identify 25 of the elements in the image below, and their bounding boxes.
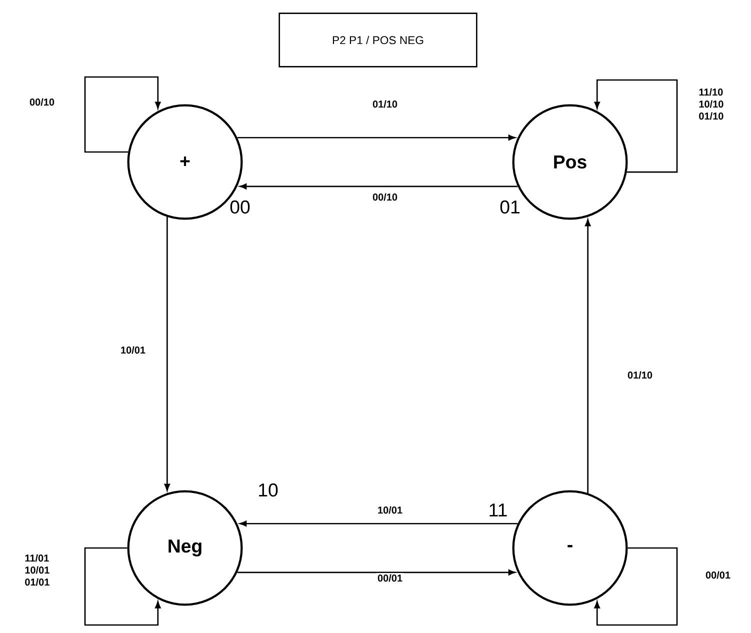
arrow (594, 547, 678, 626)
arrow (584, 219, 591, 494)
arrow (84, 76, 161, 153)
edge-label: 00/01 (376, 572, 404, 584)
state-code: 00 (230, 200, 250, 214)
arrow (84, 547, 161, 626)
legend-box: P2 P1 / POS NEG (278, 12, 478, 68)
edge-label: 01/10 (626, 370, 654, 380)
state-code: 01 (500, 200, 520, 214)
arrow (240, 520, 518, 526)
edge-label: 10/01 (119, 344, 147, 356)
state-code: 10 (259, 483, 278, 497)
edge-label: 01/10 (371, 98, 399, 110)
arrow (237, 134, 516, 140)
edge-label: 00/01 (704, 570, 732, 580)
edge-label: 00/10 (371, 192, 399, 202)
arrow (594, 79, 678, 173)
arrow (164, 216, 170, 491)
arrow (240, 184, 518, 190)
arrow (237, 570, 516, 576)
edge-label: 10/01 (376, 504, 404, 516)
edge-label: 11/10 10/10 01/10 (697, 86, 735, 122)
edge-label: 00/10 (28, 96, 56, 108)
edge-label: 11/01 10/01 01/01 (23, 552, 61, 588)
state-code: 11 (490, 504, 507, 516)
